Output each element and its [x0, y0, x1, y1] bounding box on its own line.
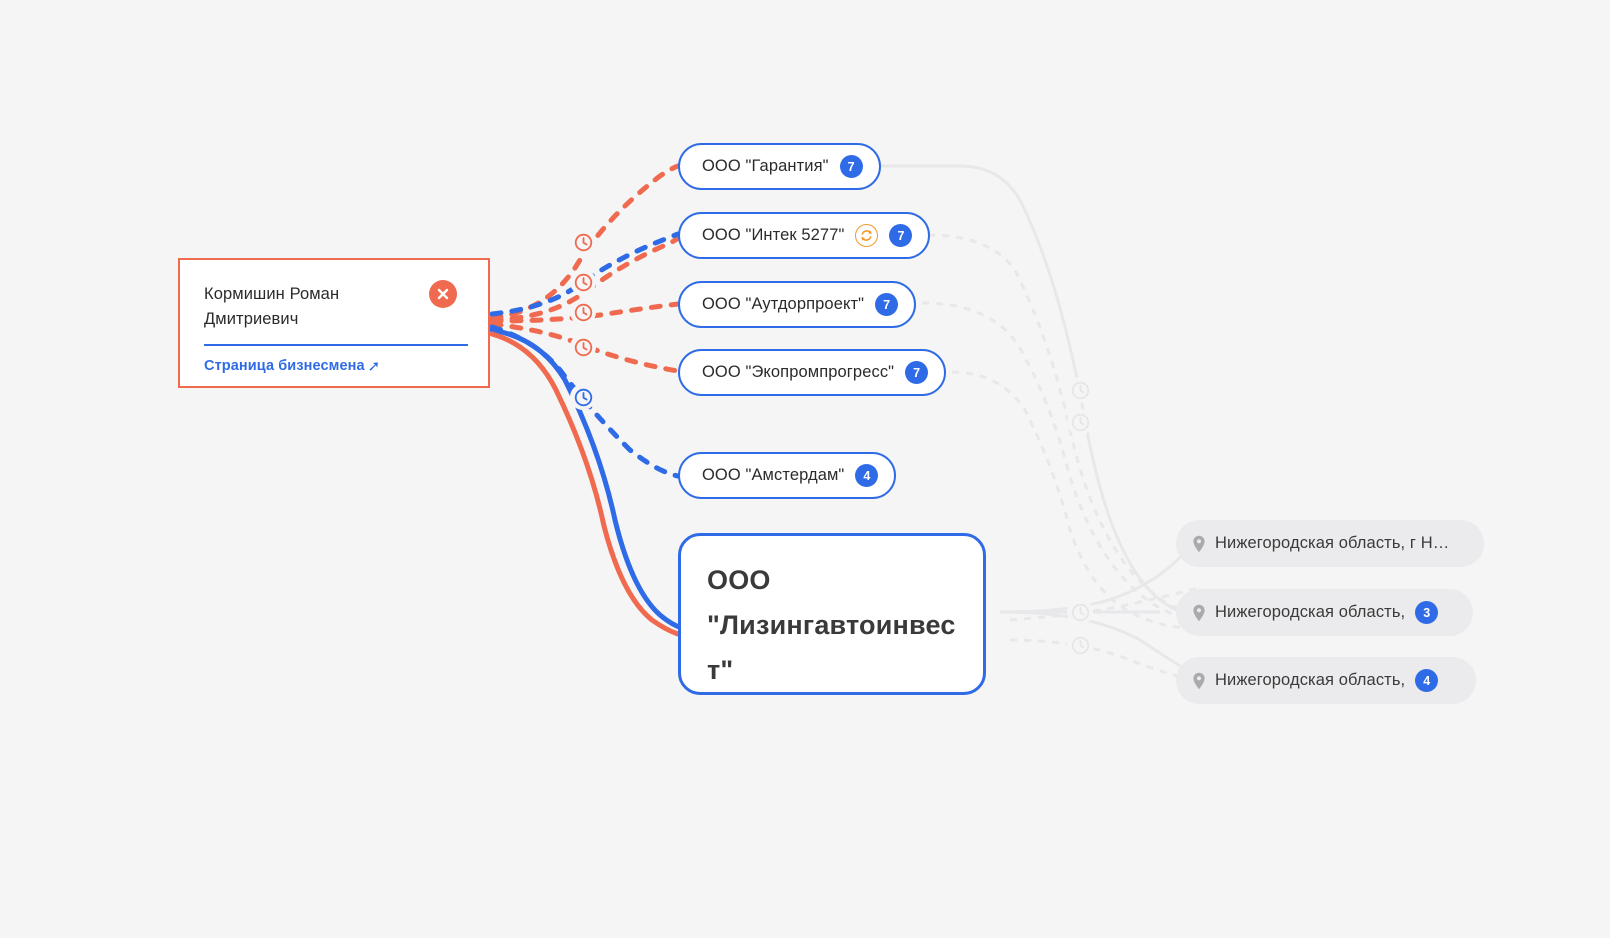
person-card[interactable]: Кормишин Роман Дмитриевич Страница бизне…	[178, 258, 490, 388]
status-badge: 7	[839, 155, 863, 178]
person-name: Кормишин Роман Дмитриевич	[204, 285, 340, 328]
status-badge: 7	[889, 224, 913, 247]
org-node-intek-5277[interactable]: ООО "Интек 5277" 7	[678, 212, 931, 259]
businessman-page-link-label: Страница бизнесмена	[204, 358, 365, 374]
status-badge: 4	[1415, 669, 1439, 692]
region-node-3[interactable]: Нижегородская область, 4	[1176, 657, 1476, 704]
org-node-ekoprompro[interactable]: ООО "Экопромпрогресс" 7	[678, 349, 947, 396]
org-node-label: ООО "Гарантия"	[702, 157, 829, 175]
org-node-garantiya[interactable]: ООО "Гарантия" 7	[678, 143, 881, 190]
main-org-node[interactable]: ООО "Лизингавтоинвест"	[678, 533, 986, 695]
region-node-label: Нижегородская область, г Н…	[1215, 534, 1450, 552]
map-pin-icon	[1192, 535, 1206, 553]
clock-icon	[570, 229, 596, 255]
clock-icon	[570, 299, 596, 325]
org-node-label: ООО "Аутдорпроект"	[702, 295, 865, 313]
main-org-node-label: ООО "Лизингавтоинвест"	[707, 565, 956, 685]
region-node-1[interactable]: Нижегородская область, г Н…	[1176, 520, 1484, 567]
clock-icon	[1067, 409, 1093, 435]
map-pin-icon	[1192, 672, 1206, 690]
arrow-up-right-icon: ➚	[367, 358, 381, 375]
region-node-label: Нижегородская область,	[1215, 671, 1406, 689]
map-pin-icon	[1192, 604, 1206, 622]
clock-icon	[1067, 377, 1093, 403]
clock-icon	[570, 269, 596, 295]
status-badge: 3	[1415, 601, 1439, 624]
org-node-autdorproekt[interactable]: ООО "Аутдорпроект" 7	[678, 281, 917, 328]
businessman-page-link[interactable]: Страница бизнесмена➚	[204, 356, 381, 375]
sync-icon[interactable]	[855, 224, 879, 247]
clock-icon	[1067, 599, 1093, 625]
status-badge: 7	[875, 293, 899, 316]
org-node-label: ООО "Экопромпрогресс"	[702, 363, 895, 381]
org-node-amsterdam[interactable]: ООО "Амстердам" 4	[678, 452, 897, 499]
status-badge: 7	[905, 361, 929, 384]
org-node-label: ООО "Амстердам"	[702, 466, 845, 484]
clock-icon	[570, 334, 596, 360]
clock-icon	[1067, 632, 1093, 658]
clock-icon	[570, 384, 596, 410]
card-divider	[204, 344, 468, 346]
region-node-2[interactable]: Нижегородская область, 3	[1176, 589, 1473, 636]
status-badge: 4	[855, 464, 879, 487]
region-node-label: Нижегородская область,	[1215, 603, 1406, 621]
org-node-label: ООО "Интек 5277"	[702, 226, 845, 244]
close-icon[interactable]	[429, 280, 457, 308]
